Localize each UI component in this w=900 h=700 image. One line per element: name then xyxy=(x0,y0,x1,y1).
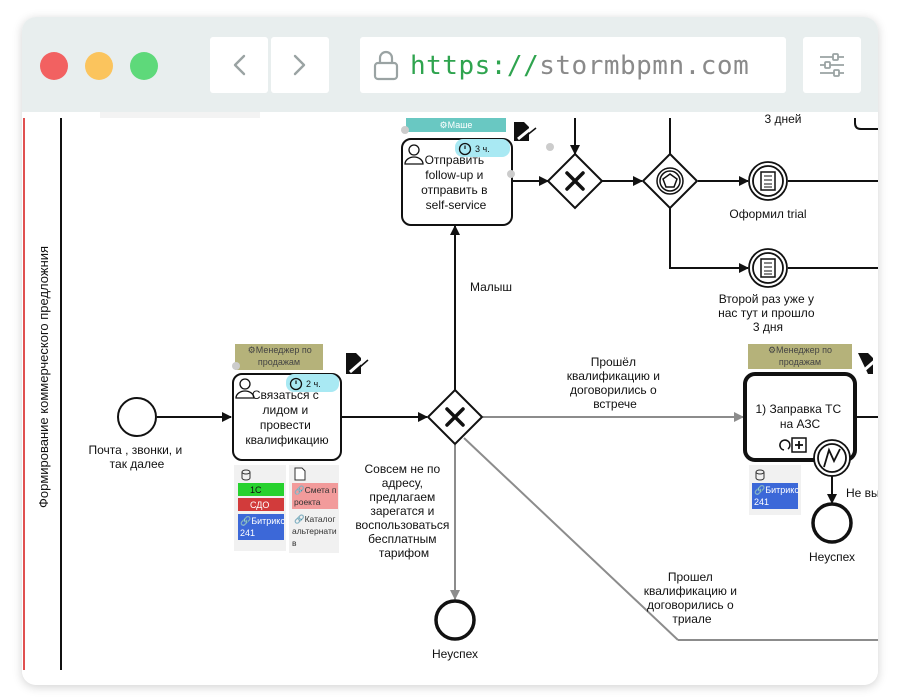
start-event-label: Почта , звонки, и так далее xyxy=(88,443,185,471)
flow-label-qualified-meeting: Прошёл квалификацию и договорились о вст… xyxy=(567,355,664,411)
trial-event[interactable] xyxy=(748,161,788,201)
address-bar[interactable]: https://stormbpmn.com xyxy=(360,37,786,93)
role-badge xyxy=(748,344,852,369)
doc-tag-estimate xyxy=(292,483,338,509)
bpmn-canvas[interactable]: Формирование коммерческого предложния xyxy=(22,112,878,685)
timer-text: 2 ч. xyxy=(306,379,321,389)
edit-document-icon[interactable] xyxy=(514,122,537,141)
back-chevron-icon xyxy=(233,54,246,76)
event-based-gateway[interactable] xyxy=(641,152,699,210)
timer-icon xyxy=(289,377,303,391)
database-icon xyxy=(755,469,765,481)
minimize-window-button[interactable] xyxy=(85,52,113,80)
flow-label-qualified-trial: Прошел квалификацию и договорились о три… xyxy=(644,570,741,626)
role-badge xyxy=(406,118,506,132)
system-tag-1c-text: 1С xyxy=(250,485,262,495)
task-label: Отправить follow-up и отправить в self-s… xyxy=(421,153,491,212)
url-host: stormbpmn.com xyxy=(539,51,750,81)
offscreen-shape-corner xyxy=(854,118,878,130)
fail-label-right: Неуспех xyxy=(809,550,855,564)
error-lightning-icon xyxy=(823,447,841,468)
connector-dot xyxy=(546,143,554,151)
expand-subprocess-icon[interactable] xyxy=(791,437,807,453)
database-icon xyxy=(241,469,251,481)
editor-toolbar-fragment xyxy=(100,112,260,118)
x-marker-icon xyxy=(445,407,465,427)
flow-label-small: Малыш xyxy=(470,280,512,294)
url-text: https://stormbpmn.com xyxy=(410,51,749,81)
flow-to-second-time-event xyxy=(669,208,749,273)
maximize-window-button[interactable] xyxy=(130,52,158,80)
back-button[interactable] xyxy=(210,37,268,93)
edit-document-icon[interactable] xyxy=(346,353,369,374)
exclusive-gateway-main[interactable] xyxy=(426,388,484,446)
system-tag-sdo xyxy=(238,498,284,511)
role-badge-text: ⚙Маше xyxy=(440,120,473,130)
settings-button[interactable] xyxy=(803,37,861,93)
browser-toolbar: https://stormbpmn.com xyxy=(22,17,878,112)
fail-label-bottom: Неуспех xyxy=(432,647,478,661)
loop-marker-icon xyxy=(779,439,791,451)
settings-sliders-icon xyxy=(820,53,844,77)
timer-text: 3 ч. xyxy=(475,144,490,154)
connector-dot xyxy=(232,362,240,370)
edit-document-icon[interactable] xyxy=(858,353,878,374)
trial-event-label: Оформил trial xyxy=(729,207,806,221)
task-contact-lead[interactable]: ⚙Менеджер по продажам 2 ч. Связаться с л… xyxy=(232,344,369,553)
task-box xyxy=(743,372,857,462)
lock-icon xyxy=(373,50,399,81)
connector-dot xyxy=(507,170,515,178)
conditional-document-icon xyxy=(760,171,776,191)
system-tag-bitrix xyxy=(752,483,798,509)
user-task-icon xyxy=(404,144,424,165)
bpmn-diagram: Формирование коммерческого предложния xyxy=(23,112,878,670)
timer-badge xyxy=(286,374,339,392)
system-tag-1c xyxy=(238,483,284,496)
exclusive-gateway-top[interactable] xyxy=(546,152,604,210)
role-badge-text: ⚙Менеджер по продажам xyxy=(248,345,315,367)
task-box xyxy=(232,373,342,461)
task-box xyxy=(401,138,513,226)
second-time-event-label: Второй раз уже у нас тут и прошло 3 дня xyxy=(718,292,818,334)
system-tag-bitrix xyxy=(238,514,284,540)
not-cut-label: Не вы xyxy=(846,486,878,500)
end-event-fail-bottom[interactable] xyxy=(434,599,476,641)
end-event-fail-right[interactable] xyxy=(811,502,853,544)
forward-chevron-icon xyxy=(293,54,306,76)
start-event[interactable] xyxy=(117,397,157,437)
close-window-button[interactable] xyxy=(40,52,68,80)
top-cut-label: 3 дней xyxy=(764,112,801,126)
pentagon-icon xyxy=(662,173,678,188)
flow-gateway-diagonal xyxy=(463,437,679,641)
second-time-event[interactable] xyxy=(748,248,788,288)
url-scheme: https:// xyxy=(410,51,540,81)
forward-button[interactable] xyxy=(271,37,329,93)
task-followup[interactable]: ⚙Маше 3 ч. Отправить follow-up и отправи… xyxy=(401,118,554,226)
document-icon xyxy=(294,467,306,481)
connector-dot xyxy=(401,126,409,134)
user-task-icon xyxy=(235,378,255,399)
system-tag-sdo-text: СДО xyxy=(250,500,269,510)
task-label: 1) Заправка ТС на АЗС xyxy=(755,402,844,431)
conditional-document-icon xyxy=(760,258,776,278)
browser-window: https://stormbpmn.com xyxy=(22,17,878,685)
boundary-error-event[interactable] xyxy=(813,439,851,477)
task-label: Связаться с лидом и провести квалификаци… xyxy=(245,388,328,447)
flow-label-wrong-address: Совсем не по адресу, предлагаем зарегатс… xyxy=(355,462,452,560)
x-marker-icon xyxy=(565,171,585,191)
lane-label: Формирование коммерческого предложния xyxy=(36,246,51,508)
role-badge xyxy=(235,344,323,370)
timer-icon xyxy=(458,142,472,156)
